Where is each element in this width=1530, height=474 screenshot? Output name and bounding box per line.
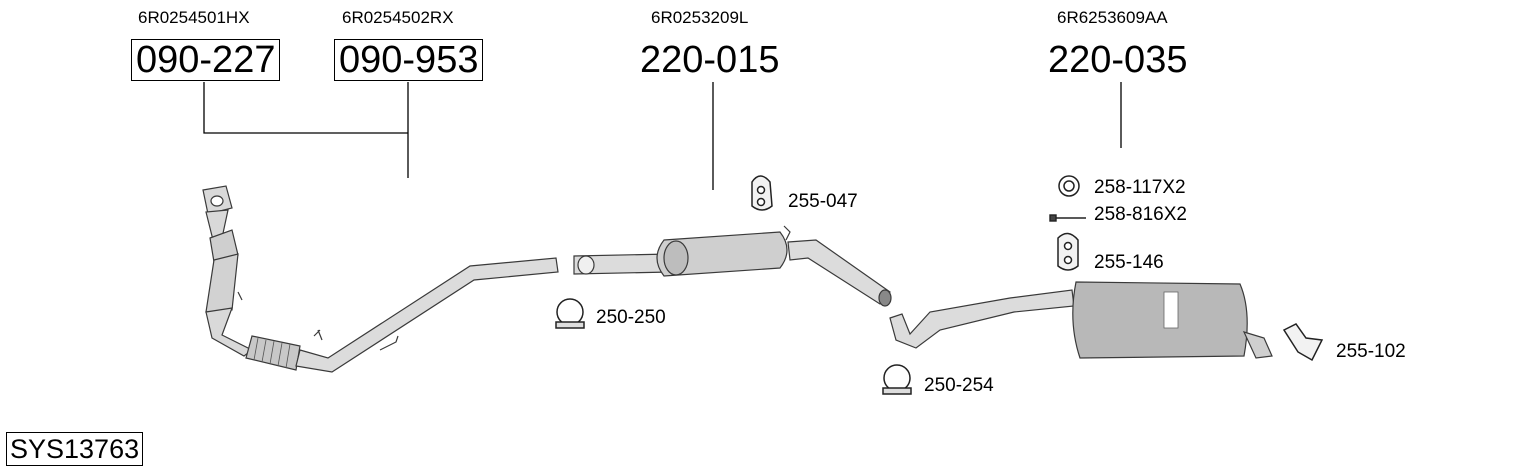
front-pipe-catalyst[interactable] (202, 185, 559, 373)
rear-silencer[interactable] (889, 281, 1273, 359)
oem-number-220-035: 6R6253609AA (1057, 8, 1168, 27)
clamp-icon[interactable] (882, 364, 912, 395)
fitting-label-258-816x2[interactable]: 258-816X2 (1094, 204, 1187, 225)
part-number-090-227[interactable]: 090-227 (131, 39, 281, 81)
hanger-icon[interactable] (1057, 232, 1079, 271)
fitting-label-258-117x2[interactable]: 258-117X2 (1094, 177, 1186, 198)
bolt-icon[interactable] (1049, 214, 1086, 222)
ring-seal-icon[interactable] (1058, 175, 1080, 197)
part-number-220-035[interactable]: 220-035 (1048, 39, 1188, 81)
hanger-icon[interactable] (751, 175, 773, 211)
oem-number-220-015: 6R0253209L (651, 8, 749, 27)
leader-lines (203, 82, 1122, 190)
system-id: SYS13763 (6, 432, 144, 466)
part-number-220-015[interactable]: 220-015 (640, 39, 780, 81)
leader-line-090-227 (203, 82, 408, 134)
centre-silencer[interactable] (573, 225, 892, 307)
bracket-icon[interactable] (1282, 323, 1324, 362)
part-number-090-953[interactable]: 090-953 (334, 39, 484, 81)
fitting-label-250-254[interactable]: 250-254 (924, 375, 994, 396)
oem-number-090-953: 6R0254502RX (342, 8, 454, 27)
fitting-label-255-102[interactable]: 255-102 (1336, 341, 1406, 362)
fitting-label-255-047[interactable]: 255-047 (788, 191, 858, 212)
fitting-label-250-250[interactable]: 250-250 (596, 307, 666, 328)
clamp-icon[interactable] (555, 298, 585, 329)
oem-number-090-227: 6R0254501HX (138, 8, 250, 27)
fitting-label-255-146[interactable]: 255-146 (1094, 252, 1164, 273)
